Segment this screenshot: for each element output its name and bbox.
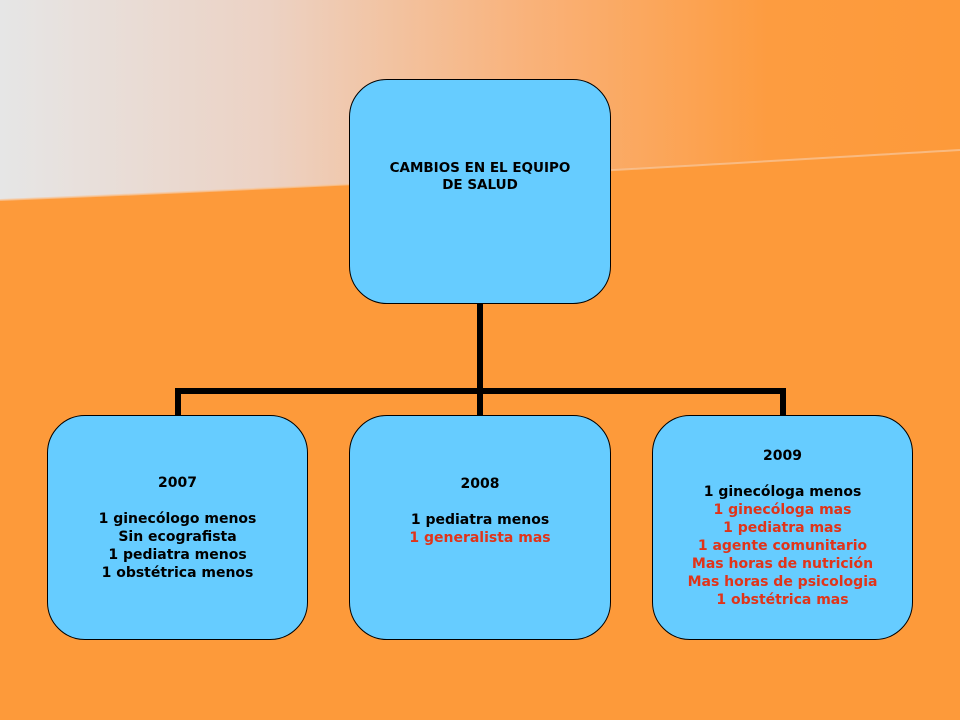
connector-root-stem: [477, 304, 483, 390]
node-2007-spacer: [48, 492, 307, 510]
node-2009-item: 1 ginecóloga menos: [703, 483, 862, 500]
node-2008-item-added: 1 generalista mas: [409, 529, 551, 546]
node-2007: 2007 1 ginecólogo menos Sin ecografista …: [47, 415, 308, 640]
node-2009-item-added: Mas horas de psicologia: [687, 573, 878, 590]
node-2007-item: Sin ecografista: [118, 528, 237, 545]
node-2009-item-added: Mas horas de nutrición: [691, 555, 874, 572]
node-2008-item: 1 pediatra menos: [410, 511, 550, 528]
node-2009: 2009 1 ginecóloga menos 1 ginecóloga mas…: [652, 415, 913, 640]
node-2007-item: 1 ginecólogo menos: [98, 510, 257, 527]
connector-drop-2007: [175, 388, 181, 415]
node-2009-spacer: [653, 465, 912, 483]
connector-drop-2009: [780, 388, 786, 415]
node-2009-item-added: 1 obstétrica mas: [716, 591, 849, 608]
node-2008-spacer: [350, 493, 610, 511]
node-2007-item: 1 pediatra menos: [108, 546, 247, 563]
node-2008-year: 2008: [460, 475, 500, 492]
root-node: CAMBIOS EN EL EQUIPO DE SALUD: [349, 79, 611, 304]
node-2007-year: 2007: [158, 474, 197, 491]
node-2008: 2008 1 pediatra menos 1 generalista mas: [349, 415, 611, 640]
node-2007-item: 1 obstétrica menos: [101, 564, 254, 581]
root-title-line2: DE SALUD: [442, 176, 518, 193]
connector-drop-2008: [477, 388, 483, 415]
node-2009-item-added: 1 pediatra mas: [723, 519, 842, 536]
root-title-line1: CAMBIOS EN EL EQUIPO: [389, 159, 571, 176]
node-2009-year: 2009: [763, 447, 802, 464]
node-2009-item-added: 1 ginecóloga mas: [713, 501, 852, 518]
node-2009-item-added: 1 agente comunitario: [697, 537, 868, 554]
